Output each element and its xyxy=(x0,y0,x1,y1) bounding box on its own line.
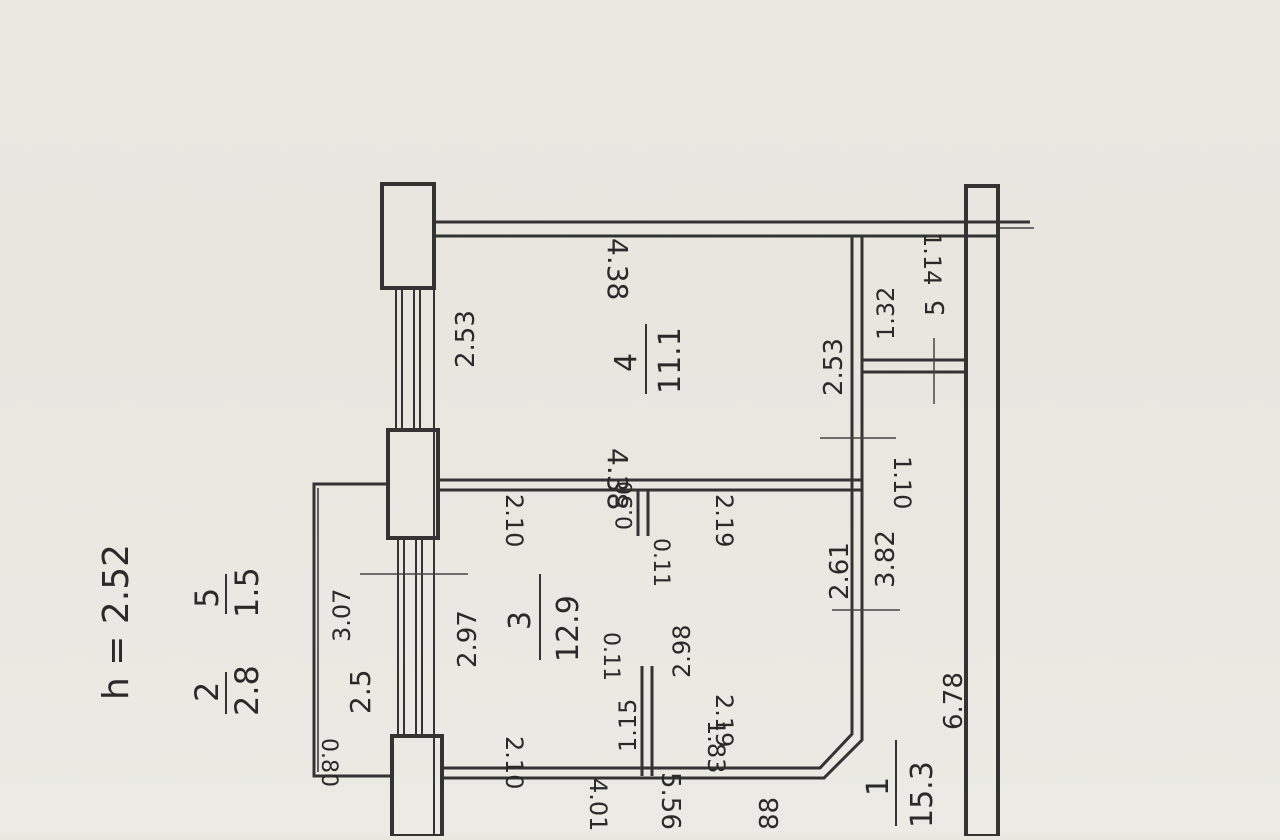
room5-area: 1.5 xyxy=(228,567,266,618)
room2-number: 2 xyxy=(188,682,226,702)
dimension-ticks xyxy=(360,227,1034,611)
dim-110: 1.10 xyxy=(888,456,916,509)
room1-label: 1 15.3 xyxy=(861,740,940,828)
room3-number: 3 xyxy=(503,611,538,630)
dim-011-b: 0.11 xyxy=(598,632,623,681)
dim-050: 0.50 xyxy=(613,481,638,530)
room5-number: 5 xyxy=(188,588,226,608)
wall-bottom-room3-a xyxy=(440,652,854,770)
dim-132: 1.32 xyxy=(872,287,900,340)
room5-area-label: 5 1.5 xyxy=(188,567,266,618)
right-wall xyxy=(964,184,1000,838)
dim-011-a: 0.11 xyxy=(648,538,673,587)
dim-298: 2.98 xyxy=(668,625,696,678)
dim-183: 1.83 xyxy=(702,720,730,773)
walls xyxy=(312,182,1030,838)
dim-219-a: 2.19 xyxy=(710,494,738,547)
room2-area: 2.8 xyxy=(228,665,266,716)
wall-bottom-room3-b xyxy=(440,652,864,780)
dim-556: 5.56 xyxy=(655,772,685,830)
room1-area: 15.3 xyxy=(905,761,940,828)
dim-88: 88 xyxy=(755,797,785,830)
room2-area-label: 2 2.8 xyxy=(188,665,266,716)
dim-114: 1.14 xyxy=(918,232,946,285)
dim-382: 3.82 xyxy=(871,530,901,588)
dim-401: 4.01 xyxy=(584,778,612,831)
room4-area: 11.1 xyxy=(653,327,688,394)
room3-label: 3 12.9 xyxy=(503,574,586,662)
room3-area: 12.9 xyxy=(551,595,586,662)
dim-210-b: 2.10 xyxy=(500,736,528,789)
dim-678: 6.78 xyxy=(939,672,969,730)
left-wall-top-pier xyxy=(380,182,436,290)
room4-number: 4 xyxy=(609,353,644,372)
dim-25: 2.5 xyxy=(344,669,377,714)
dim-253-left: 2.53 xyxy=(451,310,481,368)
room1-number: 1 xyxy=(861,777,896,796)
left-wall-mid-pier xyxy=(386,428,440,540)
dim-210-a: 2.10 xyxy=(500,494,528,547)
dim-297: 2.97 xyxy=(453,610,483,668)
dim-438-top: 4.38 xyxy=(601,238,634,300)
dim-253-right: 2.53 xyxy=(819,338,849,396)
dim-219-b: 2.19 xyxy=(710,694,738,747)
dim-438-mid: 4.38 xyxy=(601,448,634,510)
dim-080: 0.80 xyxy=(316,738,341,787)
balcony-outline xyxy=(312,482,392,778)
room4-label: 4 11.1 xyxy=(609,324,688,394)
room5-closet-number: 5 xyxy=(921,299,951,316)
ceiling-height-label: h = 2.52 xyxy=(96,544,137,700)
dim-307: 3.07 xyxy=(328,589,356,642)
dim-261: 2.61 xyxy=(825,542,855,600)
dim-115: 1.15 xyxy=(614,699,642,752)
